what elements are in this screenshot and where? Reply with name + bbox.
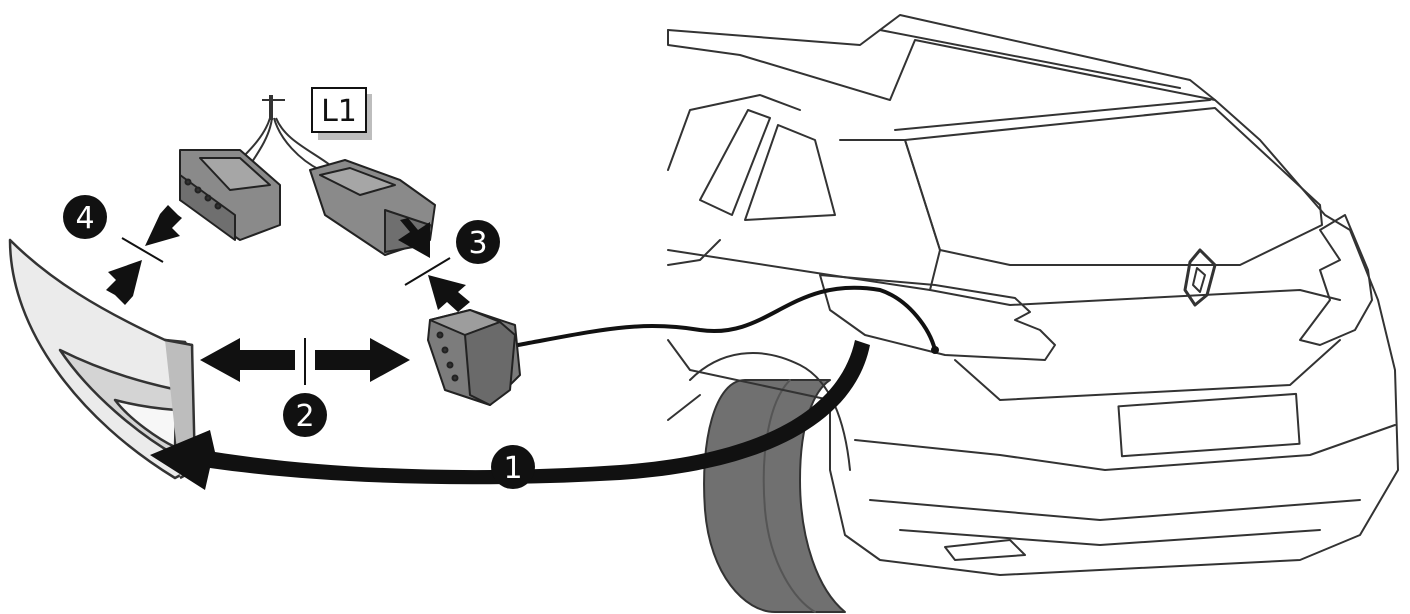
- wiring-cable: [516, 285, 937, 352]
- connector-vehicle-side: [427, 309, 521, 406]
- arrow-lamp-up: [106, 260, 142, 305]
- rear-window: [904, 107, 1323, 266]
- side-window-rear: [744, 124, 836, 221]
- rear-light-right: [1299, 214, 1373, 346]
- step-badge-1: 1: [491, 445, 535, 489]
- car-body-outline: [667, 29, 1399, 576]
- arrow-left: [200, 338, 295, 382]
- reflector: [944, 539, 1026, 561]
- connector-lamp-side: [179, 149, 281, 241]
- side-window-front: [699, 109, 771, 216]
- step-number-4: 4: [75, 201, 94, 236]
- arrow-connect-up: [428, 275, 470, 312]
- harness-label: L1: [311, 87, 372, 140]
- step-number-1: 1: [503, 451, 522, 486]
- separator-lines: [121, 237, 451, 385]
- arrow-disconnect-down: [398, 218, 430, 258]
- step-number-2: 2: [295, 399, 314, 434]
- number-plate: [1117, 392, 1301, 458]
- arrow-connector-down: [145, 205, 182, 246]
- rear-light-left: [819, 274, 1056, 361]
- arrows: [106, 205, 870, 490]
- step-number-3: 3: [468, 226, 487, 261]
- car-illustration: [667, 14, 1399, 613]
- rear-lamp-unit: [8, 238, 197, 480]
- step-badge-3: 3: [456, 220, 500, 264]
- harness-label-text: L1: [321, 94, 357, 129]
- step-badge-2: 2: [283, 393, 327, 437]
- rear-tyre: [703, 379, 846, 613]
- step-badge-4: 4: [63, 195, 107, 239]
- brand-badge: [1183, 248, 1217, 307]
- arrow-right: [315, 338, 410, 382]
